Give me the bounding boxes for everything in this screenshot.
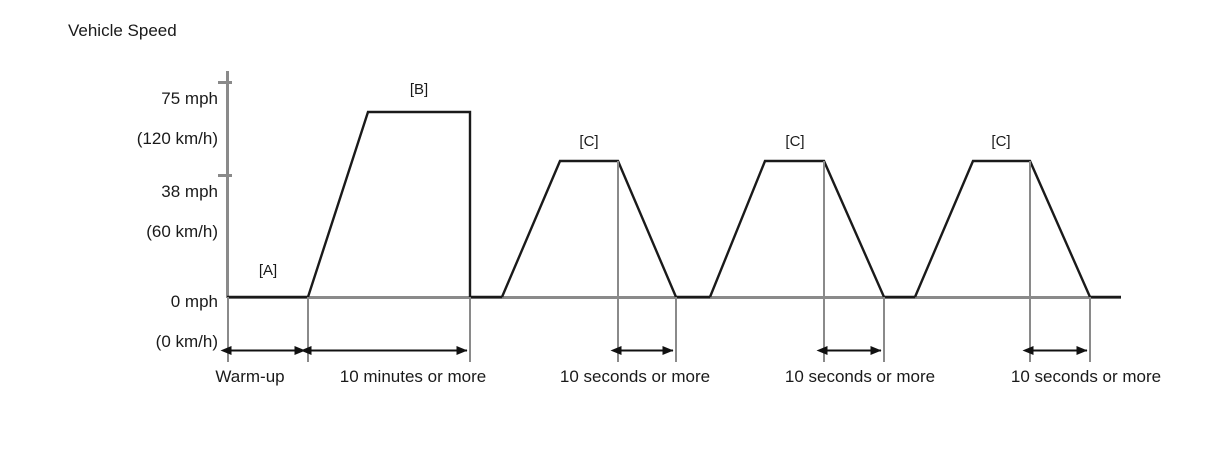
dim-label-10min: 10 minutes or more <box>339 367 487 386</box>
y-tick-label-0mph: 0 mph (0 km/h) <box>38 276 218 384</box>
speed-curve <box>227 110 1121 299</box>
y-tick-0-kmh: (0 km/h) <box>155 332 218 351</box>
y-tick-38-kmh: (60 km/h) <box>146 222 218 241</box>
marker-c2-label: [C] <box>785 133 805 150</box>
dim-label-10sec-2: 10 seconds or more <box>784 367 936 386</box>
y-tick-75-mph: 75 mph <box>161 89 218 108</box>
marker-a-label: [A] <box>258 262 278 279</box>
segment-c3-pulse <box>913 159 1092 298</box>
marker-c1-label: [C] <box>579 133 599 150</box>
dim-label-10sec-3: 10 seconds or more <box>1010 367 1162 386</box>
y-tick-label-75mph: 75 mph (120 km/h) <box>38 73 218 181</box>
y-tick-38-mph: 38 mph <box>161 182 218 201</box>
segment-b-pulse <box>306 110 472 298</box>
marker-b-label: [B] <box>409 81 429 98</box>
y-tick-75-kmh: (120 km/h) <box>136 129 218 148</box>
axis-group <box>218 71 1121 299</box>
segment-c1-pulse <box>500 159 678 298</box>
marker-c3-label: [C] <box>991 133 1011 150</box>
dim-label-10sec-1: 10 seconds or more <box>559 367 711 386</box>
y-tick-0-mph: 0 mph <box>170 292 218 311</box>
y-tick-label-38mph: 38 mph (60 km/h) <box>38 166 218 274</box>
page-title: Vehicle Speed <box>68 21 177 40</box>
dim-label-warmup: Warm-up <box>215 367 285 386</box>
segment-c2-pulse <box>708 159 886 298</box>
